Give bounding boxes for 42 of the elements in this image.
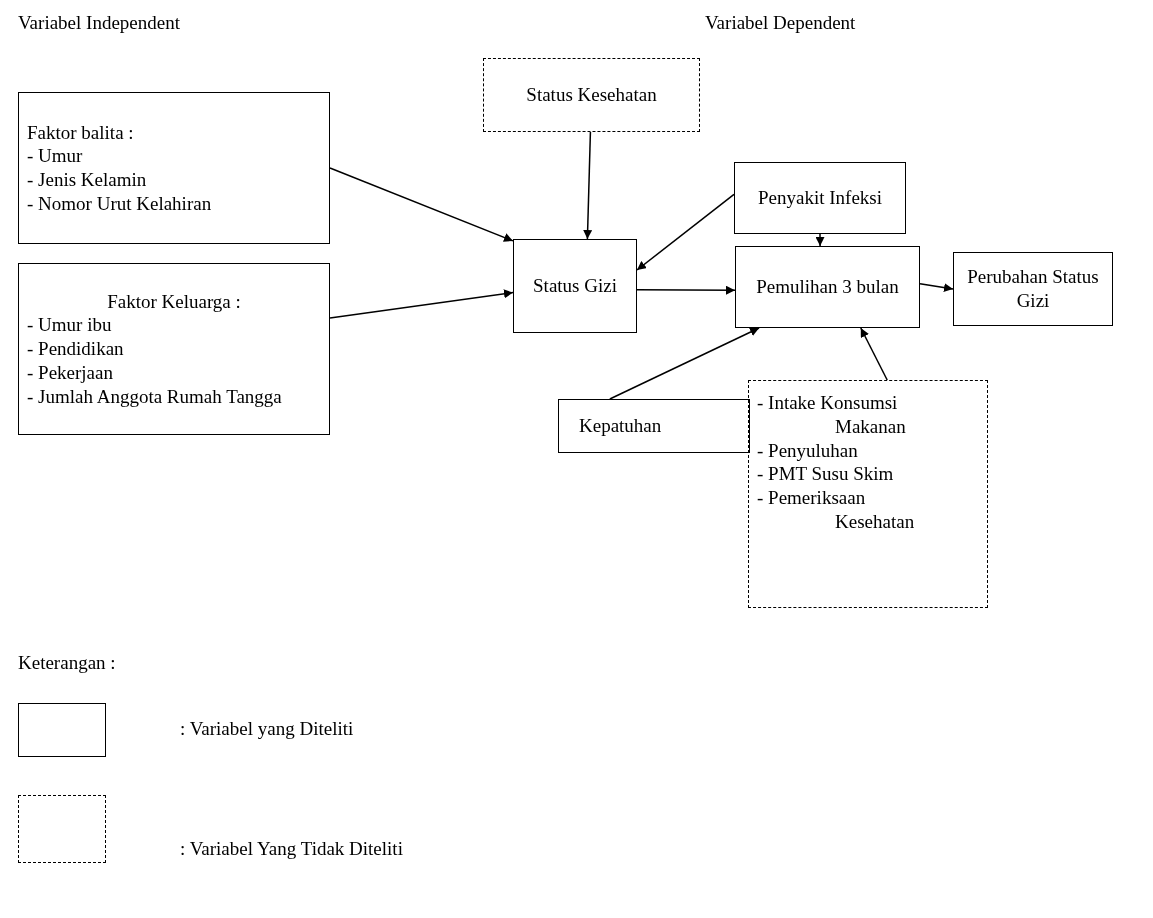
list-item: - Pemeriksaan Kesehatan: [757, 486, 916, 534]
legend-text: : Variabel yang Diteliti: [180, 718, 354, 740]
node-text: Pemulihan 3 bulan: [755, 275, 900, 299]
variable-box: [18, 92, 330, 244]
node-text: - Pekerjaan: [27, 360, 114, 385]
node-text: - Jumlah Anggota Rumah Tangga: [27, 384, 283, 409]
node-text: - Pendidikan: [27, 337, 125, 361]
variable-box: [734, 162, 906, 234]
arrow: [329, 289, 514, 319]
arrow: [609, 327, 760, 400]
arrow: [329, 167, 514, 242]
node-text: Faktor balita :: [27, 120, 135, 145]
variable-box: [558, 399, 750, 453]
node-text: Perubahan Status Gizi: [966, 265, 1100, 313]
arrow: [636, 193, 735, 271]
legend-text: : Variabel Yang Tidak Diteliti: [180, 838, 403, 860]
list-item: - Intake Konsumsi Makanan: [757, 391, 907, 439]
node-text: - Jenis Kelamin: [27, 168, 148, 192]
node-text: - Umur ibu: [27, 313, 113, 338]
variable-box: [953, 252, 1113, 326]
node-text: Status Kesehatan: [525, 83, 658, 107]
arrow: [919, 282, 954, 292]
variable-box: [735, 246, 920, 328]
node-text: Kepatuhan: [579, 414, 663, 438]
list-item: - PMT Susu Skim: [757, 462, 895, 486]
heading-label: Variabel Dependent: [705, 12, 856, 34]
arrow: [636, 285, 736, 295]
node-text: - Umur: [27, 144, 84, 168]
node-text: Faktor Keluarga :: [106, 289, 242, 314]
arrow: [860, 327, 888, 381]
variable-box: [18, 263, 330, 435]
arrow: [583, 131, 593, 240]
variable-box: [513, 239, 637, 333]
unexamined-variable-box: [748, 380, 988, 608]
node-text: Penyakit Infeksi: [757, 186, 883, 210]
unexamined-variable-box: [483, 58, 700, 132]
heading-label: Keterangan :: [18, 652, 116, 674]
node-text: - Nomor Urut Kelahiran: [27, 191, 213, 216]
heading-label: Variabel Independent: [18, 12, 180, 34]
node-text: Status Gizi: [532, 274, 618, 298]
list-item: - Penyuluhan: [757, 438, 859, 463]
arrow: [815, 233, 825, 247]
